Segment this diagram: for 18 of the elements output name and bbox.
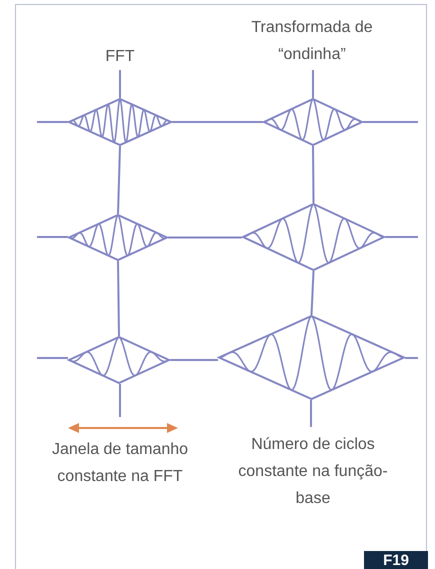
connector-line xyxy=(168,236,242,238)
wavelet-diamond xyxy=(263,98,363,146)
figure-number: F19 xyxy=(364,551,428,569)
connector-line xyxy=(170,359,218,361)
connector-line xyxy=(172,121,263,123)
column-heading: FFT xyxy=(104,47,136,67)
connector-line xyxy=(117,260,120,336)
connector-line xyxy=(310,270,314,316)
caption-text: Janela de tamanho constante na FFT xyxy=(50,440,190,487)
connector-line xyxy=(117,146,121,214)
wavelet-diamond xyxy=(68,98,172,146)
wavelet-diamond xyxy=(218,315,405,400)
wavelet-diamond xyxy=(68,336,170,384)
wavelet-diamond xyxy=(68,214,168,261)
column-heading: Transformada de “ondinha” xyxy=(250,18,374,65)
wavelet-diamond xyxy=(242,203,385,271)
connector-line xyxy=(312,146,314,204)
caption-text: Número de ciclos constante na função-base xyxy=(238,435,388,509)
